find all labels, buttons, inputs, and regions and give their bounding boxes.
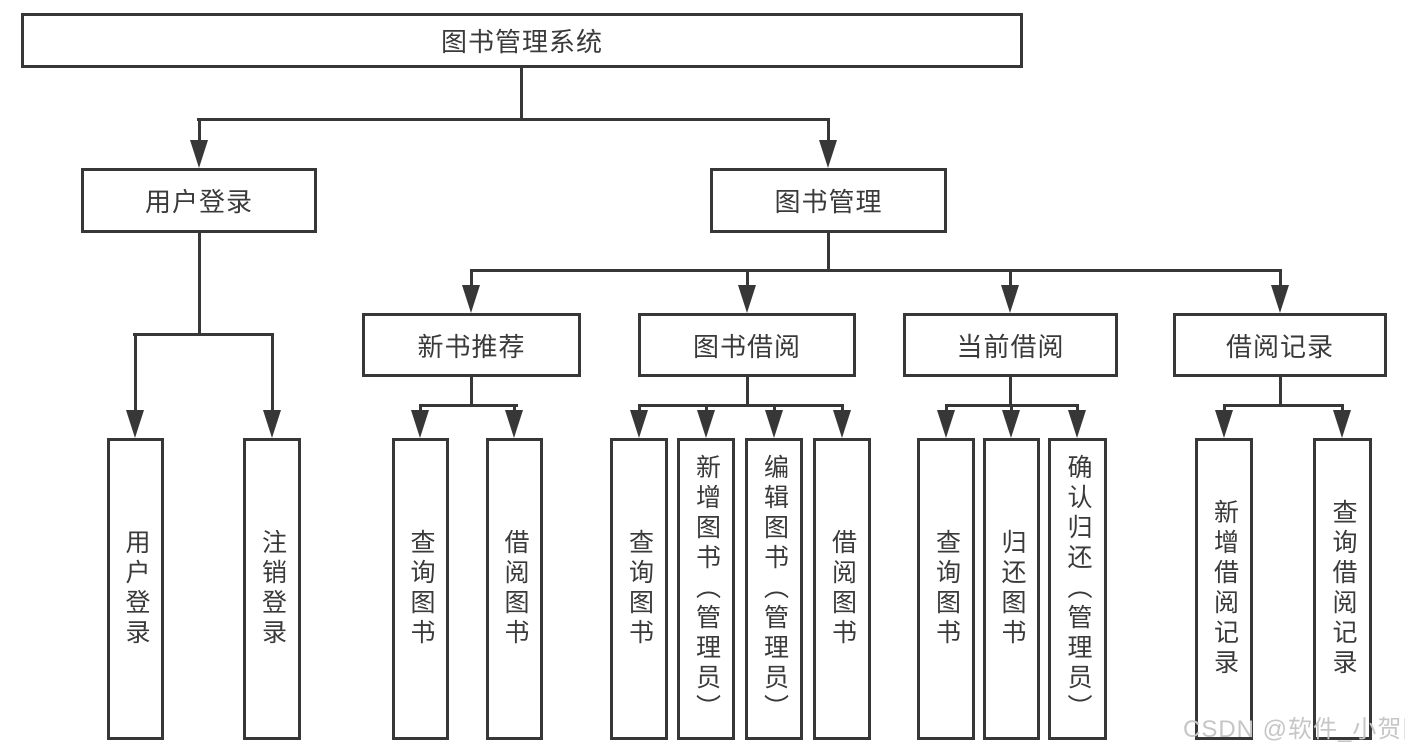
arrow-down bbox=[1068, 410, 1086, 438]
arrow-down bbox=[1002, 410, 1020, 438]
connector-line bbox=[1009, 375, 1012, 407]
connector-line bbox=[197, 118, 830, 121]
connector-line bbox=[419, 404, 518, 407]
arrow-down bbox=[937, 410, 955, 438]
leaf-current-confirm-return: 确认归还（管理员） bbox=[1048, 438, 1107, 740]
connector-line bbox=[1010, 404, 1013, 414]
node-borrow-record: 借阅记录 bbox=[1173, 313, 1387, 377]
node-user-login: 用户登录 bbox=[81, 168, 317, 233]
node-book-borrow: 图书借阅 bbox=[638, 313, 856, 377]
connector-line bbox=[271, 333, 274, 416]
arrow-down bbox=[819, 140, 837, 168]
connector-line bbox=[134, 333, 137, 416]
node-current-borrow: 当前借阅 bbox=[903, 313, 1118, 377]
arrow-down bbox=[411, 410, 429, 438]
leaf-record-query-record: 查询借阅记录 bbox=[1313, 438, 1372, 740]
connector-line bbox=[1279, 269, 1282, 291]
arrow-down bbox=[505, 410, 523, 438]
arrow-down bbox=[1001, 285, 1019, 313]
connector-line bbox=[827, 118, 830, 146]
arrow-down bbox=[765, 410, 783, 438]
connector-line bbox=[470, 269, 1281, 272]
node-book-management: 图书管理 bbox=[710, 168, 947, 233]
connector-line bbox=[133, 333, 274, 336]
leaf-current-return-book: 归还图书 bbox=[983, 438, 1040, 740]
connector-line bbox=[1076, 404, 1079, 414]
node-root: 图书管理系统 bbox=[21, 13, 1023, 68]
leaf-logout: 注销登录 bbox=[243, 438, 301, 740]
leaf-borrow-add-book: 新增图书（管理员） bbox=[677, 438, 735, 740]
connector-line bbox=[520, 66, 523, 120]
connector-line bbox=[746, 375, 749, 407]
leaf-user-login: 用户登录 bbox=[107, 438, 164, 740]
connector-line bbox=[1223, 404, 1344, 407]
connector-line bbox=[1279, 375, 1282, 407]
csdn-watermark: CSDN @软件_小贺同学 bbox=[1183, 716, 1405, 743]
connector-line bbox=[827, 231, 830, 271]
arrow-down bbox=[126, 410, 144, 438]
arrow-down bbox=[630, 410, 648, 438]
arrow-down bbox=[1333, 410, 1351, 438]
connector-line bbox=[513, 404, 516, 414]
leaf-borrow-query-book: 查询图书 bbox=[610, 438, 668, 740]
connector-line bbox=[1009, 269, 1012, 291]
connector-line bbox=[638, 404, 641, 414]
connector-line bbox=[470, 375, 473, 407]
leaf-borrow-borrow-book: 借阅图书 bbox=[813, 438, 871, 740]
connector-line bbox=[1223, 404, 1226, 414]
arrow-down bbox=[1271, 285, 1289, 313]
connector-line bbox=[470, 269, 473, 291]
leaf-recommend-borrow-book: 借阅图书 bbox=[486, 438, 543, 740]
leaf-record-add-record: 新增借阅记录 bbox=[1195, 438, 1253, 740]
arrow-down bbox=[697, 410, 715, 438]
connector-line bbox=[746, 269, 749, 291]
leaf-recommend-query-book: 查询图书 bbox=[392, 438, 449, 740]
node-new-book-recommend: 新书推荐 bbox=[362, 313, 581, 377]
connector-line bbox=[638, 404, 844, 407]
leaf-current-query-book: 查询图书 bbox=[917, 438, 975, 740]
arrow-down bbox=[263, 410, 281, 438]
arrow-down bbox=[190, 140, 208, 168]
arrow-down bbox=[833, 410, 851, 438]
connector-line bbox=[198, 231, 201, 335]
leaf-borrow-edit-book: 编辑图书（管理员） bbox=[745, 438, 803, 740]
connector-line bbox=[198, 118, 201, 146]
connector-line bbox=[841, 404, 844, 414]
arrow-down bbox=[462, 285, 480, 313]
connector-line bbox=[773, 404, 776, 414]
connector-line bbox=[1341, 404, 1344, 414]
connector-line bbox=[945, 404, 948, 414]
connector-line bbox=[705, 404, 708, 414]
arrow-down bbox=[1215, 410, 1233, 438]
arrow-down bbox=[738, 285, 756, 313]
connector-line bbox=[419, 404, 422, 414]
